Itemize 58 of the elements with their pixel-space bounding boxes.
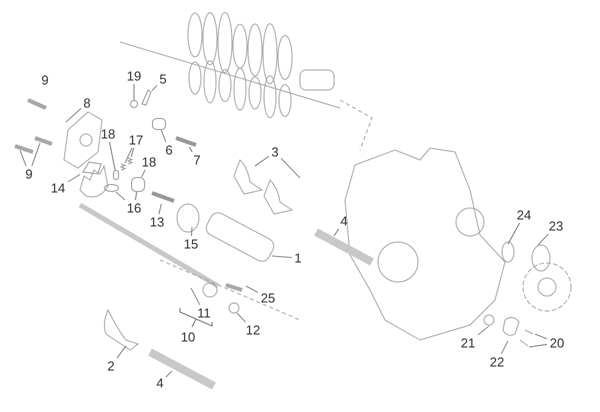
callout-number: 5 <box>159 72 167 86</box>
callout-number: 23 <box>548 220 564 232</box>
leader-line <box>116 346 126 358</box>
callout-number: 8 <box>83 96 91 110</box>
leader-line <box>528 344 548 348</box>
callout-number: 4 <box>340 214 348 228</box>
callout-number: 9 <box>41 74 49 86</box>
callout-number: 16 <box>126 202 142 214</box>
leader-line <box>272 256 292 258</box>
callout-number: 18 <box>100 128 116 140</box>
leader-line <box>534 334 548 340</box>
leader-line <box>508 222 520 244</box>
leader-line <box>500 340 508 354</box>
callout-number: 3 <box>271 146 279 158</box>
leader-line <box>334 228 340 236</box>
leader-line <box>66 108 82 122</box>
leader-line <box>190 288 200 306</box>
callout-number: 2 <box>107 360 115 372</box>
leader-line <box>477 326 490 336</box>
leader-line <box>191 226 192 236</box>
callout-number: 7 <box>193 154 201 166</box>
callout-number: 18 <box>142 156 156 168</box>
callout-number: 9 <box>25 168 33 180</box>
callout-number: 6 <box>165 144 173 156</box>
leader-line <box>152 84 158 92</box>
leader-line <box>31 142 40 166</box>
callout-number: 24 <box>516 208 532 222</box>
callout-number: 20 <box>550 336 564 350</box>
callout-number: 11 <box>197 306 211 320</box>
leader-line <box>158 204 162 214</box>
callout-number: 1 <box>294 252 302 264</box>
leader-line <box>68 174 80 182</box>
leader-line <box>130 148 134 158</box>
leader-line <box>116 192 126 200</box>
callout-number: 19 <box>126 70 142 82</box>
leader-line <box>280 158 300 178</box>
leader-line <box>236 312 246 322</box>
callout-number: 12 <box>246 324 260 336</box>
callout-number: 21 <box>460 336 476 350</box>
callout-number: 15 <box>184 238 198 250</box>
leader-line <box>188 146 193 152</box>
callout-number: 4 <box>156 376 164 390</box>
leader-line <box>141 170 146 178</box>
callout-number: 25 <box>260 292 276 304</box>
leader-line <box>160 130 166 142</box>
leader-line <box>246 286 258 293</box>
leader-line <box>124 148 133 164</box>
leader-line <box>20 150 26 166</box>
callout-number: 10 <box>180 330 196 344</box>
callout-number: 14 <box>50 182 66 194</box>
leader-line <box>254 156 270 166</box>
leader-line <box>166 370 172 378</box>
callout-number: 17 <box>128 134 144 146</box>
leader-line <box>538 234 549 246</box>
callout-number: 22 <box>490 356 504 368</box>
callout-number: 13 <box>150 216 164 228</box>
leader-line <box>109 142 116 170</box>
leader-line <box>134 192 138 200</box>
